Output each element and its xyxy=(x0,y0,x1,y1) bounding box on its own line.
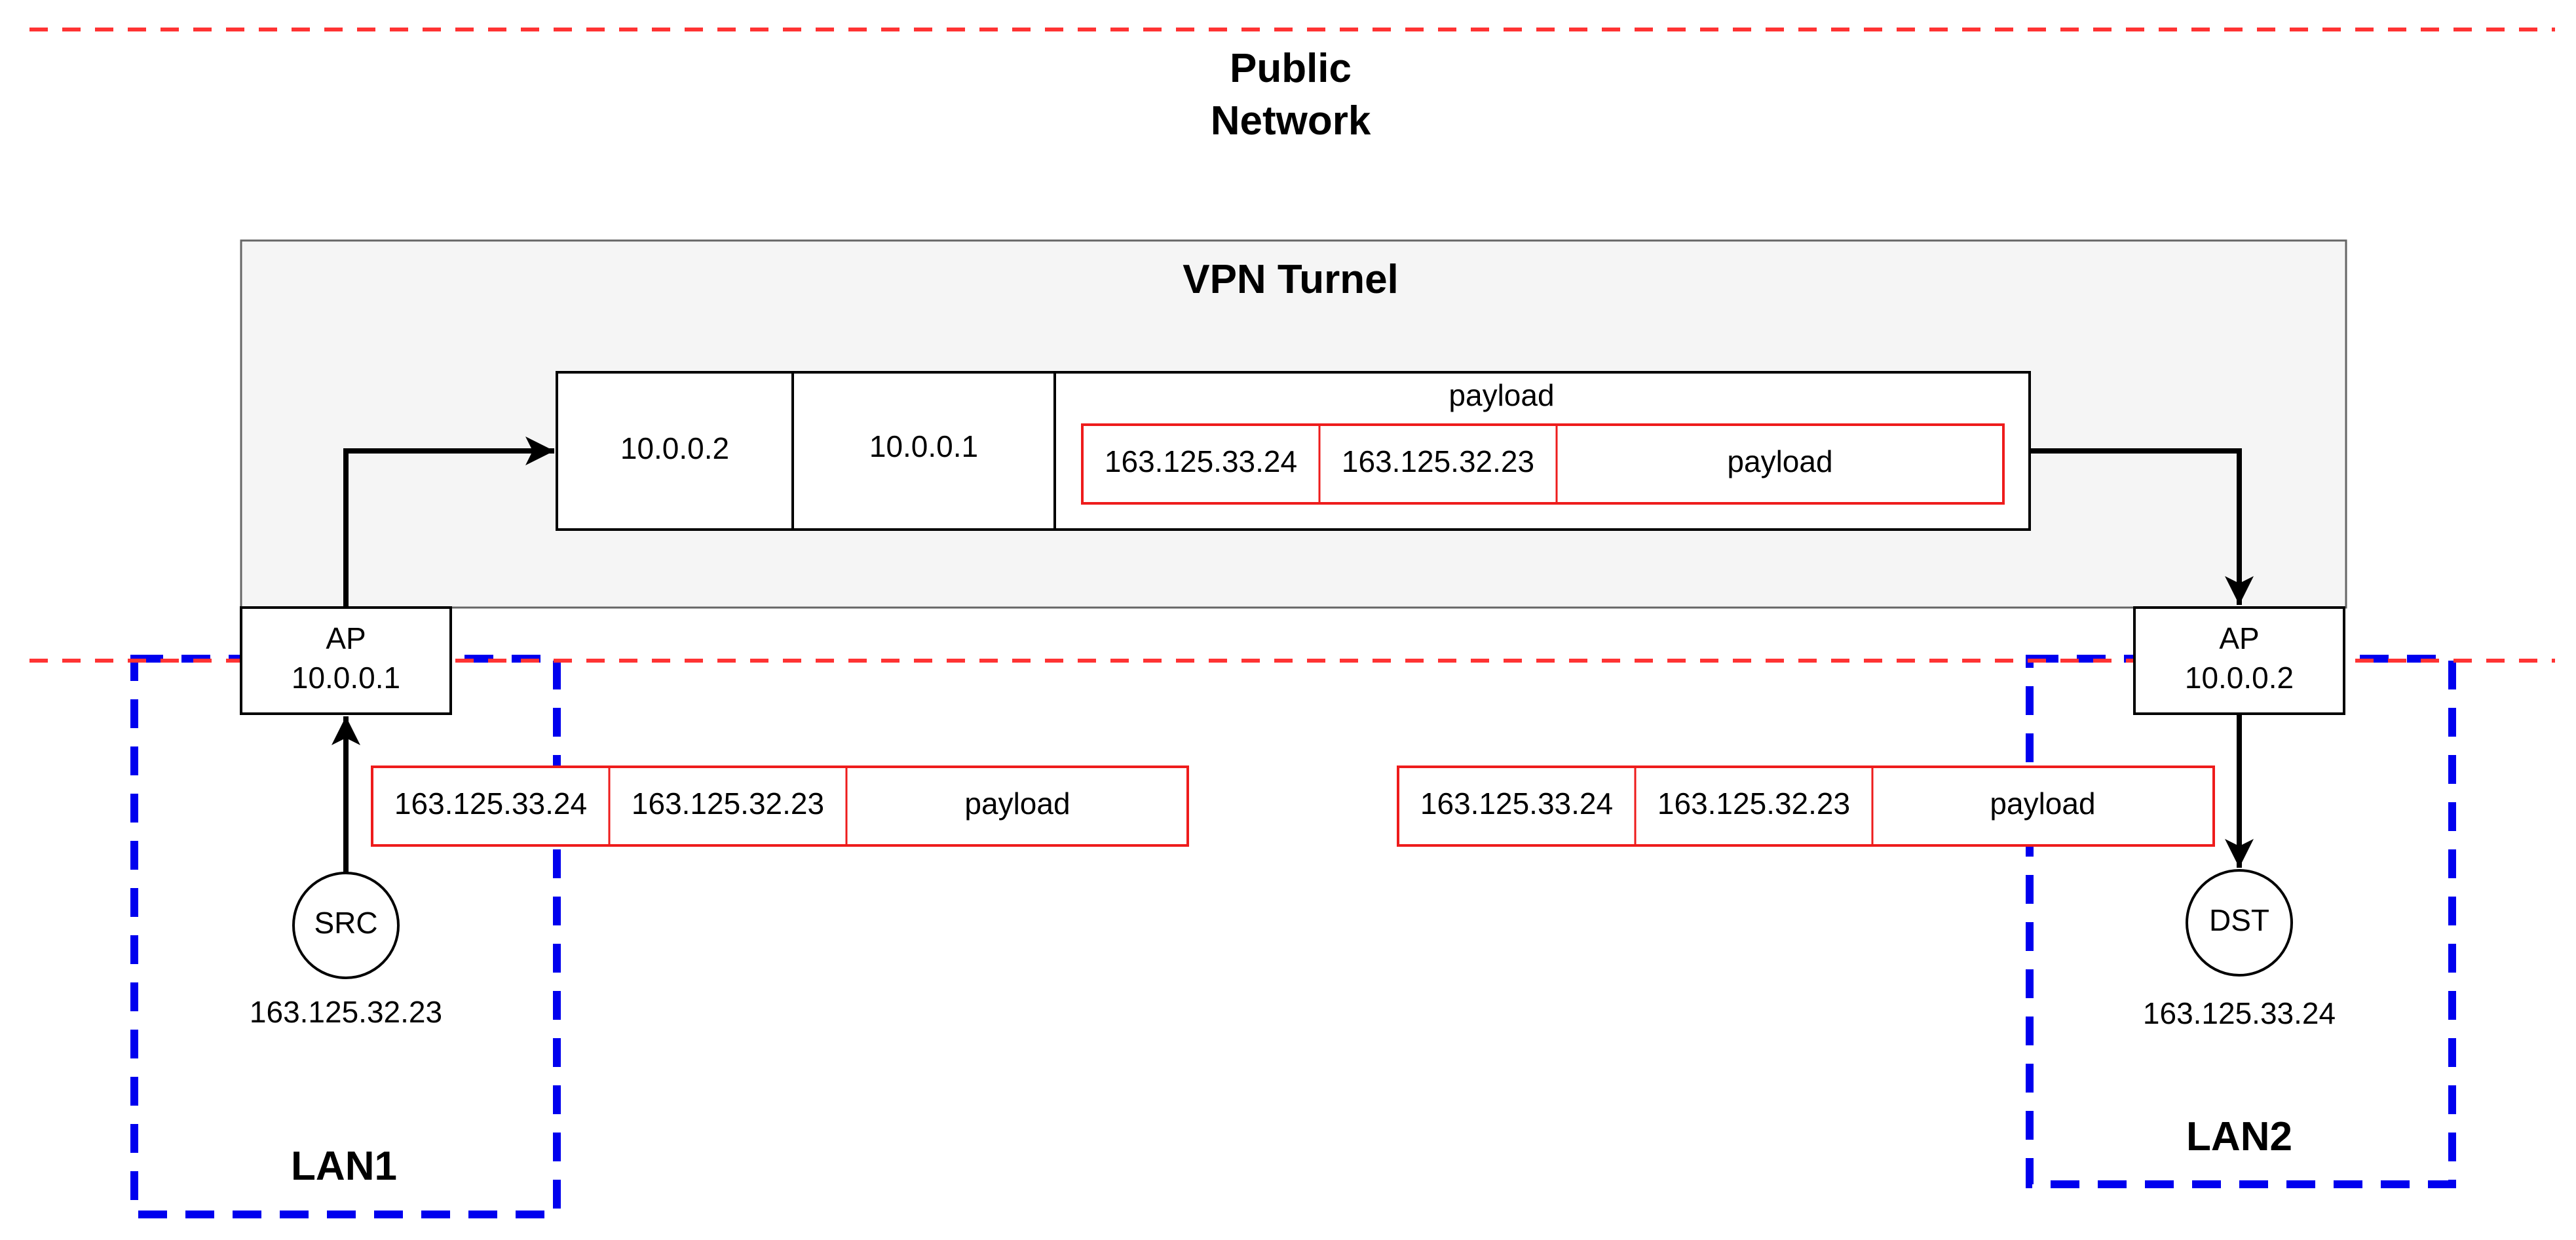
inner-packet-src: 163.125.32.23 xyxy=(1342,444,1534,478)
ap-left-label: AP xyxy=(326,621,366,655)
dst-node-label: DST xyxy=(2209,903,2269,937)
ap-left-box xyxy=(240,606,452,715)
arrow-outer-packet-to-ap xyxy=(2030,448,2254,605)
inner-packet-payload: payload xyxy=(1727,444,1832,478)
dst-node-ip: 163.125.33.24 xyxy=(2143,996,2336,1030)
vpn-tunnel-label: VPN Turnel xyxy=(1183,257,1399,302)
inner-packet-dst: 163.125.33.24 xyxy=(1105,444,1297,478)
ap-right-ip: 10.0.0.2 xyxy=(2185,661,2294,695)
dst-node-circle xyxy=(2186,869,2293,977)
packet-left-frame xyxy=(371,765,1189,847)
packet-left-dst: 163.125.33.24 xyxy=(394,786,587,821)
lan1-label: LAN1 xyxy=(291,1144,397,1189)
outer-packet-src: 10.0.0.1 xyxy=(869,429,978,463)
dst-node: DST 163.125.33.24 xyxy=(2143,869,2336,1030)
packet-right-payload: payload xyxy=(1990,786,2095,821)
lan2-label: LAN2 xyxy=(2186,1114,2292,1159)
packet-left: 163.125.33.24 163.125.32.23 payload xyxy=(371,765,1189,847)
packet-right-dst: 163.125.33.24 xyxy=(1420,786,1613,821)
inner-packet-frame xyxy=(1081,423,2005,505)
src-node: SRC 163.125.32.23 xyxy=(250,872,442,1029)
packet-right-src: 163.125.32.23 xyxy=(1657,786,1850,821)
packet-left-payload: payload xyxy=(964,786,1070,821)
ap-right: AP 10.0.0.2 xyxy=(2133,606,2345,715)
ap-left-ip: 10.0.0.1 xyxy=(292,661,400,695)
arrow-ap-to-outer-packet xyxy=(343,436,554,608)
packet-left-src: 163.125.32.23 xyxy=(632,786,824,821)
ap-right-label: AP xyxy=(2219,621,2259,655)
outer-packet-payload-label: payload xyxy=(1449,378,1554,412)
src-node-label: SRC xyxy=(314,906,377,940)
outer-packet: 10.0.0.2 10.0.0.1 payload 163.125.33.24 … xyxy=(556,371,2031,531)
packet-right-frame xyxy=(1397,765,2215,847)
ap-left: AP 10.0.0.1 xyxy=(240,606,452,715)
packet-right: 163.125.33.24 163.125.32.23 payload xyxy=(1397,765,2215,847)
public-network-label-line1: Public xyxy=(1230,46,1352,91)
src-node-ip: 163.125.32.23 xyxy=(250,995,442,1029)
public-network-label-line2: Network xyxy=(1211,98,1371,144)
outer-packet-dst: 10.0.0.2 xyxy=(620,431,729,465)
